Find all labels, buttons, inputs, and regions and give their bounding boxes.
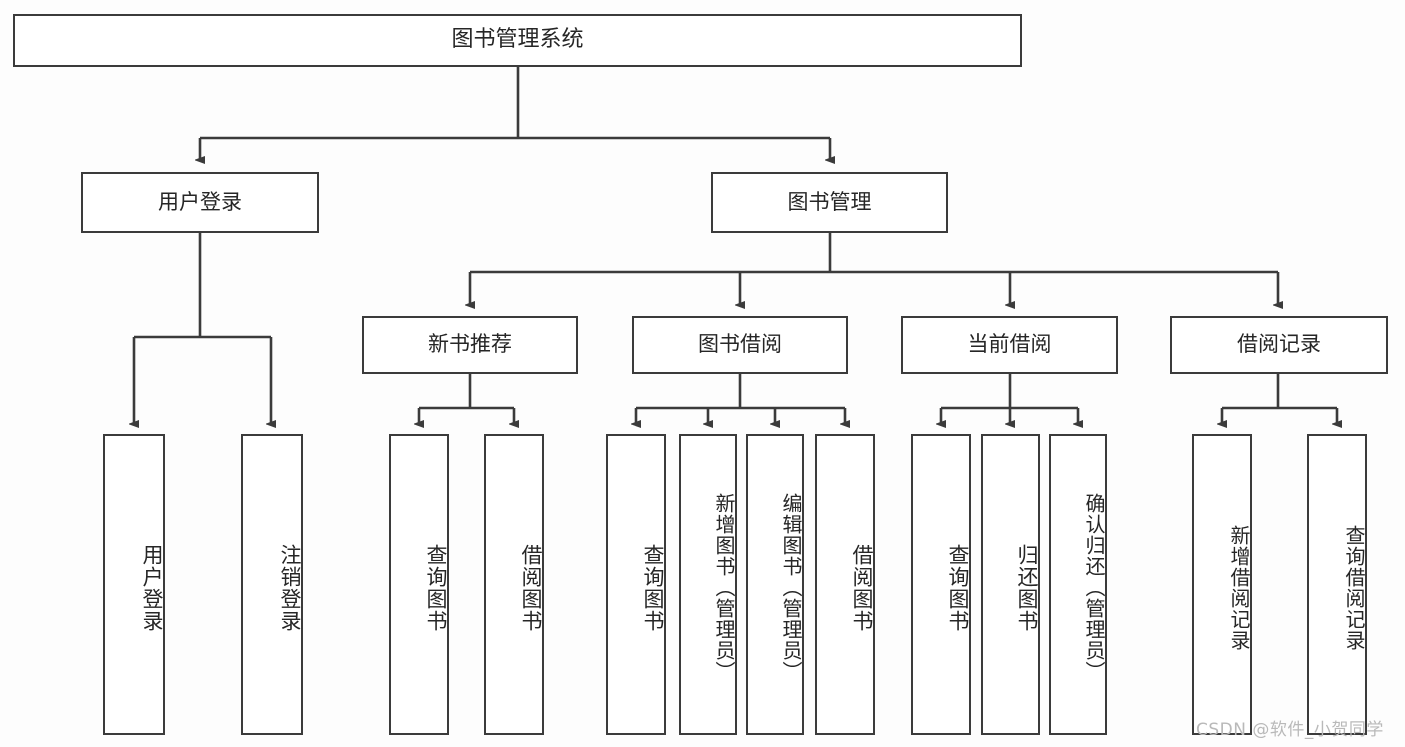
watermark-text: CSDN @软件_小贺同学 xyxy=(1196,720,1384,740)
leaf-current-borrow-return-book[interactable]: 归还图书 xyxy=(981,434,1040,735)
leaf-borrow-record-query-record[interactable]: 查询借阅记录 xyxy=(1307,434,1367,735)
node-book-borrow[interactable]: 图书借阅 xyxy=(632,316,848,374)
leaf-current-borrow-query-book[interactable]: 查询图书 xyxy=(911,434,971,735)
leaf-book-borrow-add-book-admin[interactable]: 新增图书（管理员） xyxy=(679,434,737,735)
leaf-new-book-borrow-book[interactable]: 借阅图书 xyxy=(484,434,544,735)
leaf-book-borrow-borrow-book[interactable]: 借阅图书 xyxy=(815,434,875,735)
node-user-login[interactable]: 用户登录 xyxy=(81,172,319,233)
leaf-user-login-signin[interactable]: 用户登录 xyxy=(103,434,165,735)
leaf-new-book-query-book[interactable]: 查询图书 xyxy=(389,434,449,735)
leaf-book-borrow-edit-book-admin[interactable]: 编辑图书（管理员） xyxy=(746,434,804,735)
leaf-book-borrow-query-book[interactable]: 查询图书 xyxy=(606,434,666,735)
node-new-book-recommend[interactable]: 新书推荐 xyxy=(362,316,578,374)
node-book-management[interactable]: 图书管理 xyxy=(711,172,948,233)
leaf-user-login-signout[interactable]: 注销登录 xyxy=(241,434,303,735)
leaf-current-borrow-confirm-return-admin[interactable]: 确认归还（管理员） xyxy=(1049,434,1107,735)
node-current-borrow[interactable]: 当前借阅 xyxy=(901,316,1118,374)
leaf-borrow-record-add-record[interactable]: 新增借阅记录 xyxy=(1192,434,1252,735)
node-borrow-record[interactable]: 借阅记录 xyxy=(1170,316,1388,374)
node-root-book-management-system[interactable]: 图书管理系统 xyxy=(13,14,1022,67)
